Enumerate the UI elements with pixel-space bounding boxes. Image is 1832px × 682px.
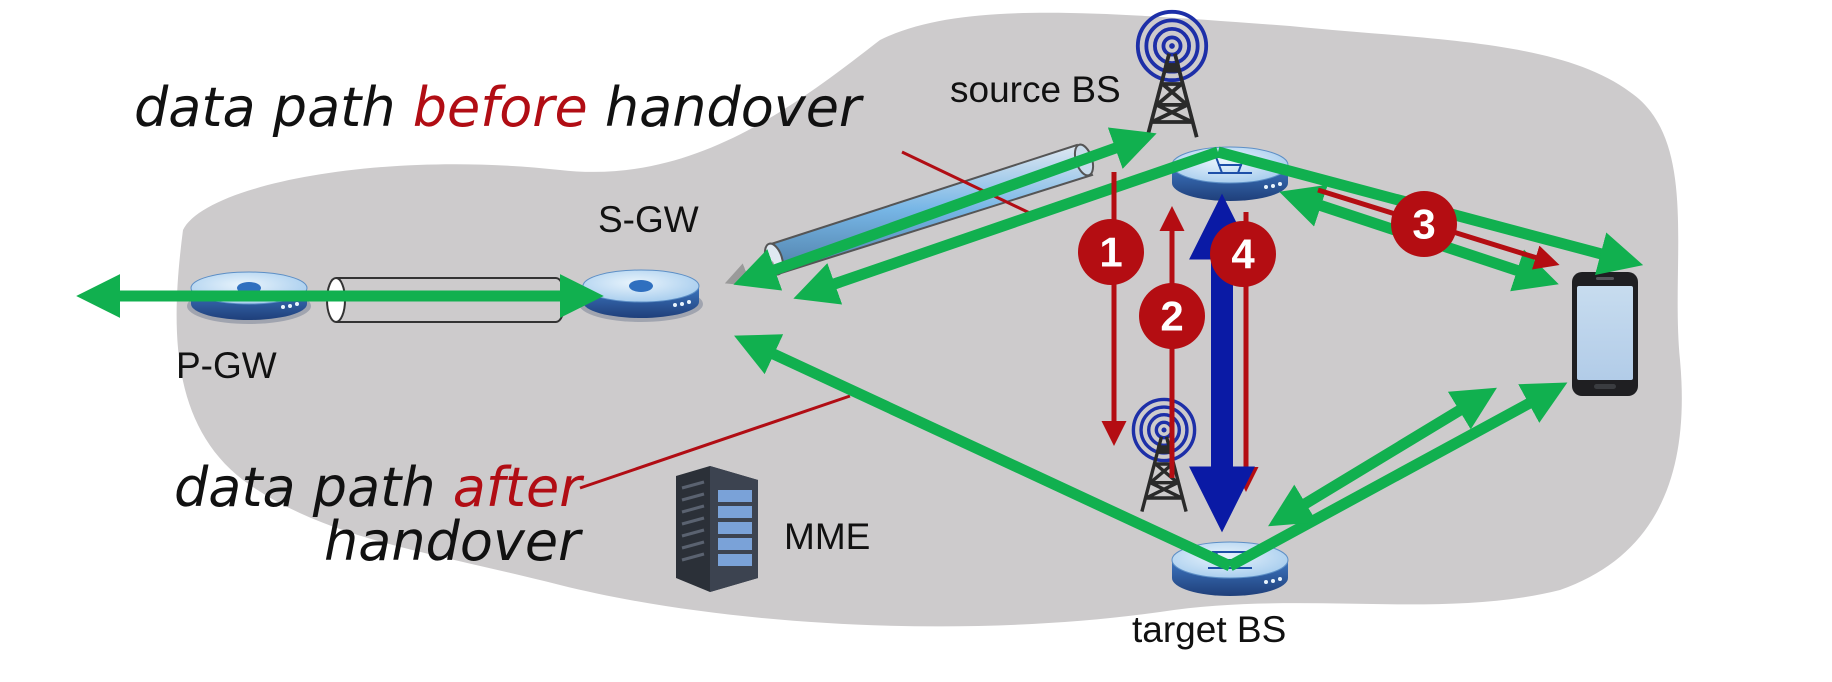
svg-text:2: 2 <box>1160 293 1183 340</box>
step-badge-1: 1 <box>1078 219 1144 285</box>
step-badge-4: 4 <box>1210 221 1276 287</box>
sgw-router <box>578 269 704 323</box>
after-title: data path after <box>174 456 584 519</box>
step-badge-3: 3 <box>1391 191 1457 257</box>
sgw-source-path-upper <box>733 127 1157 291</box>
sgw-source-path-lower-head <box>793 263 843 305</box>
sgw-label: S-GW <box>598 199 699 240</box>
before-title: data path before handover <box>134 76 864 139</box>
target-bs-label: target BS <box>1132 609 1286 650</box>
mme-server-icon <box>676 466 758 592</box>
mme-label: MME <box>784 516 870 557</box>
svg-text:4: 4 <box>1231 231 1255 278</box>
mobile-phone-icon <box>1572 272 1638 396</box>
target-sgw-path <box>734 334 1233 571</box>
sgw-source-path-lower <box>806 146 1220 299</box>
step-badge-2: 2 <box>1139 283 1205 349</box>
svg-text:1: 1 <box>1099 229 1122 276</box>
svg-text:3: 3 <box>1412 201 1435 248</box>
after-pointer-line <box>579 394 851 490</box>
pgw-label: P-GW <box>176 345 277 386</box>
after-title-line2: handover <box>324 510 583 573</box>
target-phone-path-lower <box>1268 387 1497 527</box>
source-bs-label: source BS <box>950 69 1121 110</box>
